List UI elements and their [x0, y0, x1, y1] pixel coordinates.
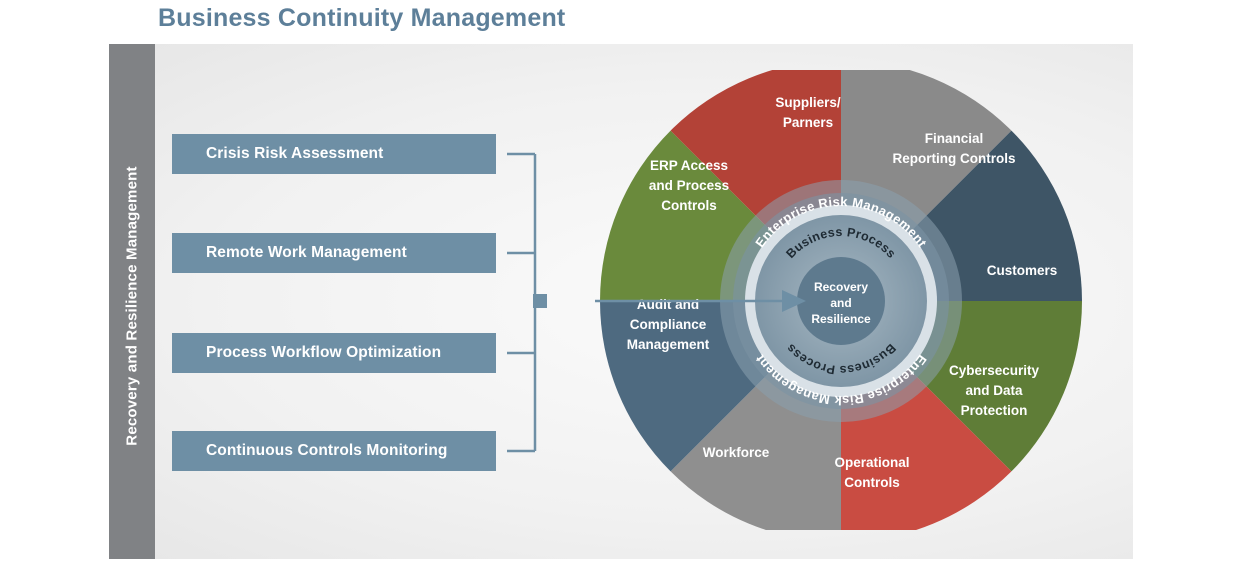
wheel-label-financial-reporting-controls-2: Reporting Controls: [893, 151, 1016, 166]
wheel-label-audit-and-compliance-management-2: Compliance: [630, 317, 707, 332]
wheel-label-workforce-1: Workforce: [703, 445, 770, 460]
wheel-label-operational-controls-2: Controls: [844, 475, 900, 490]
box-continuous-controls-monitoring: Continuous Controls Monitoring: [172, 431, 496, 471]
wheel-label-customers-1: Customers: [987, 263, 1058, 278]
wheel-label-suppliers-parners-2: Parners: [783, 115, 833, 130]
wheel-label-cybersecurity-and-data-protection-1: Cybersecurity: [949, 363, 1040, 378]
wheel-label-operational-controls-1: Operational: [834, 455, 909, 470]
connector-node: [533, 294, 547, 308]
wheel-label-audit-and-compliance-management-1: Audit and: [637, 297, 699, 312]
side-bar: [109, 44, 155, 559]
wheel-label-financial-reporting-controls-1: Financial: [925, 131, 984, 146]
wheel-label-cybersecurity-and-data-protection-2: and Data: [965, 383, 1023, 398]
core-circle: [797, 257, 885, 345]
wheel-label-suppliers-parners-1: Suppliers/: [775, 95, 841, 110]
wheel-label-audit-and-compliance-management-3: Management: [627, 337, 710, 352]
wheel-label-erp-access-and-process-controls-2: and Process: [649, 178, 729, 193]
core-label-line-3: Resilience: [811, 312, 871, 326]
arrow: [595, 290, 806, 312]
box-crisis-risk-assessment: Crisis Risk Assessment: [172, 134, 496, 174]
core-label-line-1: Recovery: [814, 280, 868, 294]
core-label-line-2: and: [830, 296, 851, 310]
wheel-label-erp-access-and-process-controls-1: ERP Access: [650, 158, 728, 173]
box-process-workflow-optimization: Process Workflow Optimization: [172, 333, 496, 373]
wheel-label-cybersecurity-and-data-protection-3: Protection: [961, 403, 1028, 418]
page-title: Business Continuity Management: [158, 4, 566, 32]
box-remote-work-management: Remote Work Management: [172, 233, 496, 273]
wheel-label-erp-access-and-process-controls-3: Controls: [661, 198, 717, 213]
